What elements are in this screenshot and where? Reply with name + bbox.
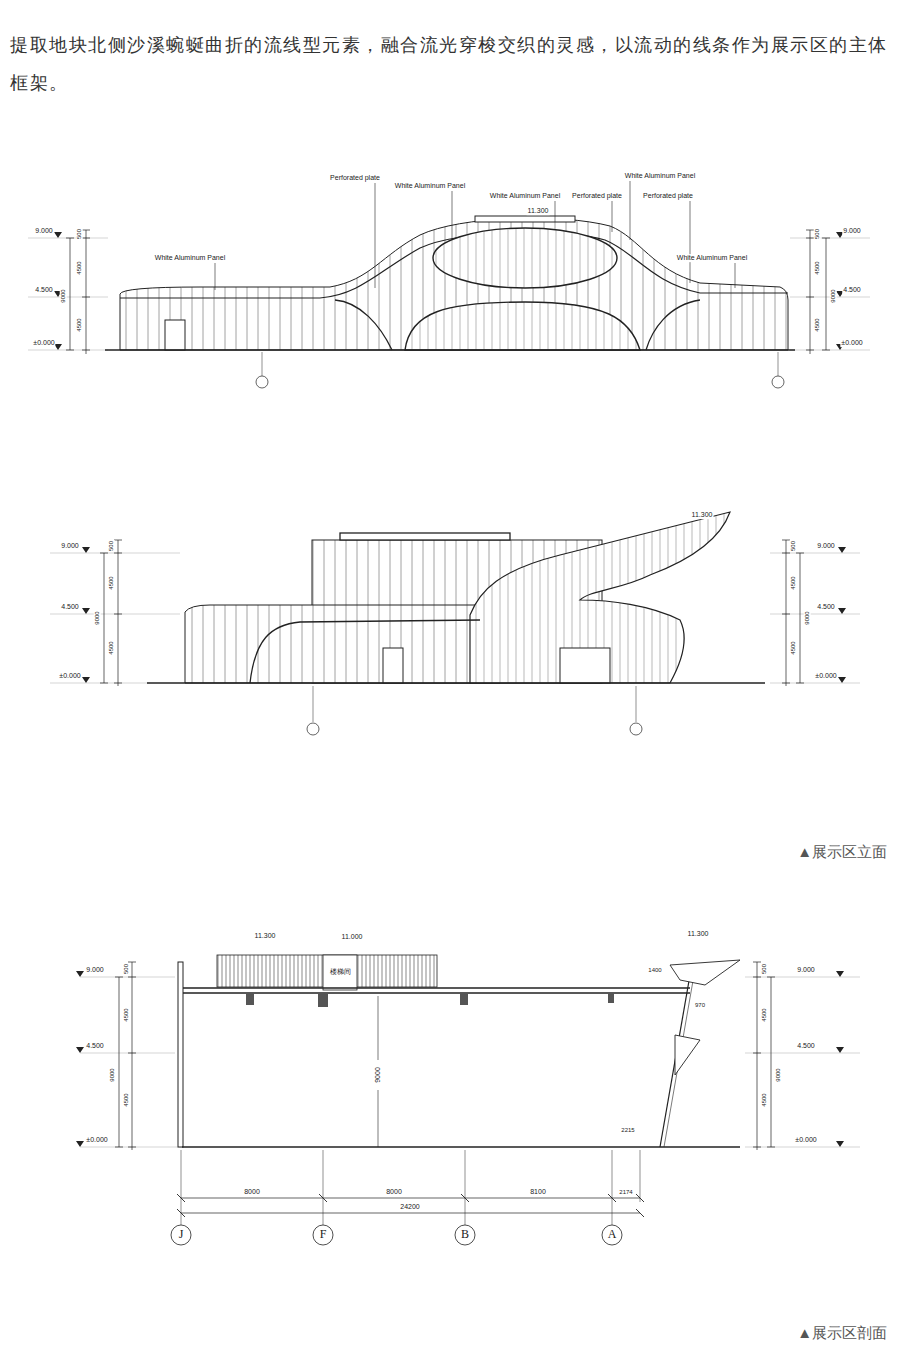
figure-caption: ▲展示区立面 [796,844,888,861]
elevation-mark: 11.300 [254,932,277,940]
dimension-text: 4500 [123,1007,130,1022]
dimension-text: 500 [761,963,768,975]
level-label: 9.000 [816,542,836,550]
section-drawing [76,955,860,1245]
dimension-text: 8100 [529,1188,547,1196]
dimension-text: 500 [790,540,797,552]
grid-axis-label: A [607,1228,618,1241]
level-label: 4.500 [85,1042,105,1050]
side-elevation [50,512,860,735]
elevation-mark: 11.300 [527,207,550,215]
dimension-text: 8000 [243,1188,261,1196]
dimension-text: 9000 [775,1067,782,1082]
level-label: 9.000 [85,966,105,974]
level-label: 4.500 [796,1042,816,1050]
material-callout: Perforated plate [571,192,623,200]
material-callout: White Aluminum Panel [154,254,226,262]
level-label: 9.000 [842,227,862,235]
dimension-text: 4500 [790,640,797,655]
level-label: ±0.000 [32,339,55,347]
material-callout: Perforated plate [642,192,694,200]
dimension-text: 4500 [814,317,821,332]
elevation-mark: 11.000 [341,933,364,941]
material-callout: White Aluminum Panel [624,172,696,180]
dimension-text: 9000 [374,1066,382,1084]
intro-text: 提取地块北侧沙溪蜿蜒曲折的流线型元素，融合流光穿梭交织的灵感，以流动的线条作为展… [10,26,890,102]
dimension-text: 500 [76,228,83,240]
dimension-text: 24200 [399,1203,420,1211]
dimension-text: 8000 [385,1188,403,1196]
dimension-text: 500 [814,228,821,240]
dimension-text: 9000 [830,288,837,303]
grid-axis-label: F [319,1228,328,1241]
figure-caption: ▲展示区剖面 [796,1325,888,1342]
material-callout: White Aluminum Panel [676,254,748,262]
dimension-text: 9000 [94,610,101,625]
material-callout: White Aluminum Panel [489,192,561,200]
dimension-text: 500 [123,963,130,975]
dimension-text: 4500 [814,260,821,275]
dimension-text: 2174 [618,1189,633,1196]
elevation-mark: 11.300 [691,511,714,519]
level-label: ±0.000 [814,672,837,680]
grid-axis-label: B [460,1228,470,1241]
dimension-text: 500 [108,540,115,552]
elevation-mark: 11.300 [687,930,710,938]
dimension-text: 4500 [76,317,83,332]
level-label: ±0.000 [85,1136,108,1144]
grid-axis-label: J [178,1228,185,1241]
dimension-text: 4500 [761,1007,768,1022]
dimension-text: 9000 [804,610,811,625]
dimension-text: 1400 [647,967,662,974]
level-label: 9.000 [796,966,816,974]
material-callout: White Aluminum Panel [394,182,466,190]
dimension-text: 4500 [761,1092,768,1107]
level-label: 4.500 [842,286,862,294]
dimension-text: 4500 [76,260,83,275]
dimension-text: 4500 [123,1092,130,1107]
dimension-text: 2215 [620,1127,635,1134]
level-label: ±0.000 [794,1136,817,1144]
level-label: 9.000 [60,542,80,550]
dimension-text: 9000 [60,288,67,303]
dimension-text: 4500 [108,575,115,590]
level-label: ±0.000 [58,672,81,680]
dimension-text: 9000 [109,1067,116,1082]
dimension-text: 4500 [108,640,115,655]
level-label: 4.500 [34,286,54,294]
level-label: 9.000 [34,227,54,235]
dimension-text: 970 [694,1002,706,1009]
front-elevation [28,181,870,388]
level-label: ±0.000 [840,339,863,347]
room-name: 楼梯间 [329,968,352,976]
dimension-text: 4500 [790,575,797,590]
level-label: 4.500 [816,603,836,611]
level-label: 4.500 [60,603,80,611]
material-callout: Perforated plate [329,174,381,182]
